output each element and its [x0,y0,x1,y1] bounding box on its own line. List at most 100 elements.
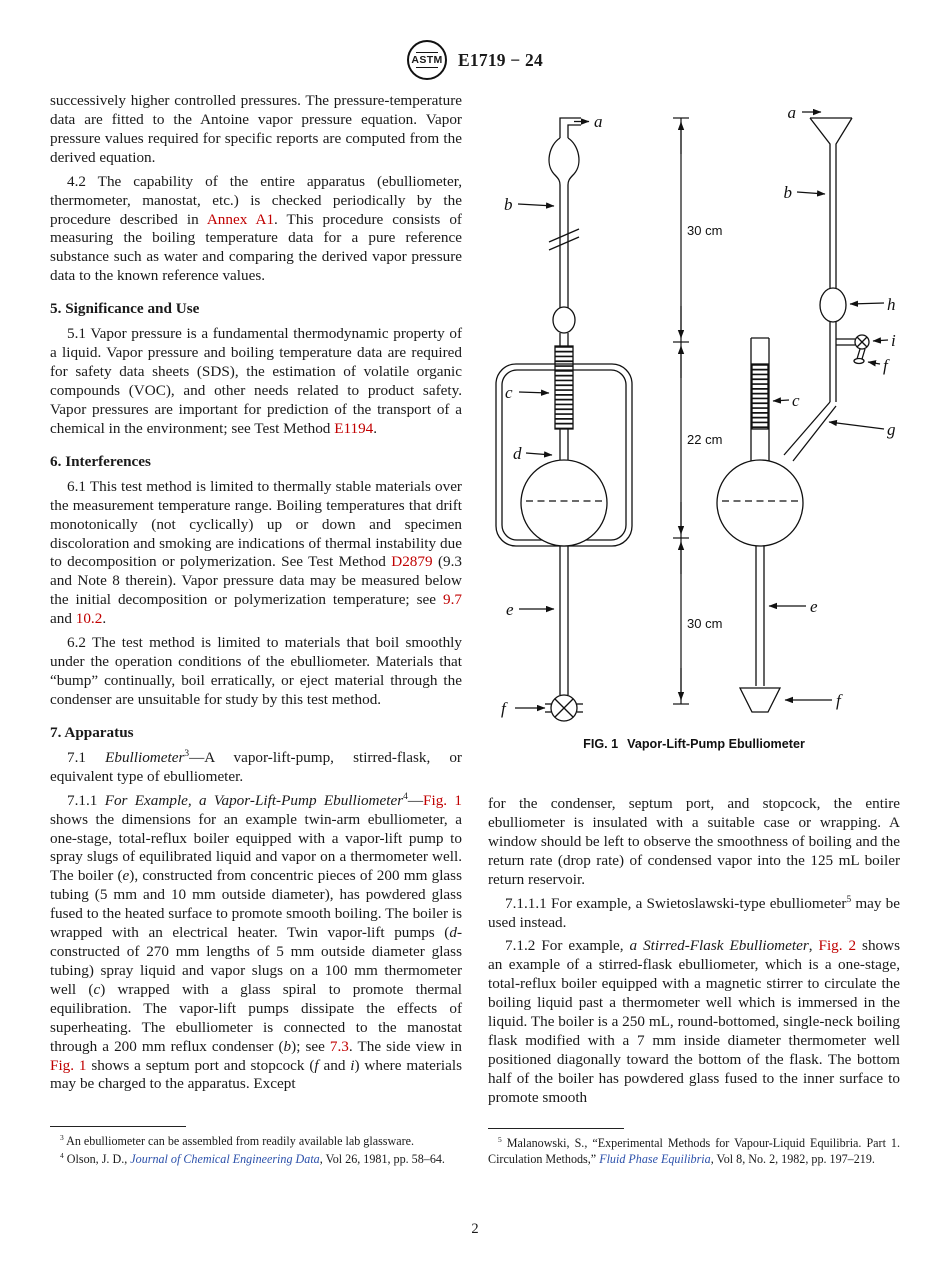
text-segment: ), constructed from concentric pieces of… [50,867,462,942]
text-segment: a Stirred-Flask Ebulliometer [629,937,809,955]
text-segment: and [50,610,76,628]
text-segment: , [808,937,819,955]
text-segment: Ebulliometer [105,748,185,766]
text-segment: , Vol 26, 1981, pp. 58–64. [319,1152,445,1167]
paragraph-7-1-1-1: 7.1.1.1 For example, a Swietoslawski-typ… [488,895,900,933]
reference-link[interactable]: Fig. 1 [423,791,463,809]
footnote-5: 5 Malanowski, S., “Experimental Methods … [488,1136,900,1168]
text-segment: Olson, J. D., [63,1152,131,1167]
logo-bar [416,66,439,69]
text-segment: . This procedure consists of measuring t… [50,210,462,285]
figure-1: a b c d e f a b h i f g c e f [488,92,900,751]
footnotes-right: 5 Malanowski, S., “Experimental Methods … [488,1122,900,1184]
text-segment: shows an example of a stirred-flask ebul… [488,937,901,1106]
page-header: ASTM E1719 − 24 [50,40,900,80]
section-heading-7: 7. Apparatus [50,723,134,741]
left-apparatus [495,117,633,722]
text-segment: shows the dimensions for an example twin… [50,810,462,885]
text-segment: 6.2 The test method is limited to materi… [50,634,462,708]
text-segment: 4 [60,1151,64,1161]
journal-link[interactable]: Journal of Chemical Engineering Data [130,1152,320,1167]
reference-link[interactable]: 9.7 [443,591,462,609]
reference-link[interactable]: Annex A1 [206,210,275,228]
fig-label-a-right: a [788,103,797,122]
reference-link[interactable]: 7.3 [329,1037,349,1055]
fig-label-i-right: i [891,331,896,350]
fig-caption-label: FIG. 1 [583,737,619,751]
text-segment: For Example, a Vapor-Lift-Pump Ebulliome… [104,791,404,809]
dimension-label-middle: 22 cm [687,432,722,447]
text-segment: 7.1.1 [67,791,105,809]
paragraph-continuation-right: for the condenser, septum port, and stop… [488,795,900,890]
text-segment: , Vol 8, No. 2, 1982, pp. 197–219. [710,1152,875,1167]
text-segment: 6.1 This test method is limited to therm… [50,477,462,571]
paragraph-6-1: 6.1 This test method is limited to therm… [50,478,462,629]
reference-link[interactable]: 10.2 [75,610,103,628]
text-segment: —A vapor-lift-pump, stirred-flask, or eq… [50,748,462,785]
text-segment: (9.3 and Note 8 therein). Vapor pressure… [50,553,462,609]
right-apparatus [716,108,889,713]
reference-link[interactable]: D2879 [391,553,433,571]
text-segment: . [373,419,378,437]
fig-caption: FIG. 1 Vapor-Lift-Pump Ebulliometer [488,737,900,751]
text-segment: shows a septum port and stopcock ( [86,1056,315,1074]
fig-label-c-right: c [792,391,800,410]
text-segment: d [449,924,457,942]
text-segment: 5 [498,1135,502,1145]
reference-link[interactable]: Fig. 1 [50,1056,87,1074]
text-segment: i [350,1056,355,1074]
text-segment: ) where materials may be charged to the … [50,1056,462,1093]
paragraph-7-1-2: 7.1.2 For example, a Stirred-Flask Ebull… [488,937,900,1107]
text-segment: 3 [60,1133,64,1143]
text-segment: . The side view in [348,1037,463,1055]
section-heading-6: 6. Interferences [50,452,151,470]
astm-logo-icon: ASTM [407,40,448,80]
fig-label-d-left: d [513,444,522,463]
footnotes-left: 3 An ebulliometer can be assembled from … [50,1120,462,1184]
standard-id: E1719 − 24 [458,49,543,70]
fig-caption-title: Vapor-Lift-Pump Ebulliometer [627,737,805,751]
text-segment: 3 [184,748,190,759]
text-segment: successively higher controlled pressures… [50,92,462,166]
footnote-3: 3 An ebulliometer can be assembled from … [50,1134,462,1150]
fig-label-b-left: b [504,195,513,214]
column-right: a b c d e f a b h i f g c e f [488,92,900,1184]
dimension-labels: 30 cm 22 cm 30 cm [687,223,722,631]
fig-label-e-left: e [506,600,514,619]
reference-link[interactable]: Fig. 2 [818,937,857,955]
paragraph-5-1: 5.1 Vapor pressure is a fundamental ther… [50,325,462,439]
reference-link[interactable]: E1194 [334,419,374,437]
text-segment: 7.1.1.1 For example, a Swietoslawski-typ… [505,894,847,912]
text-segment: — [407,791,424,809]
text-segment: and [318,1056,351,1074]
text-segment: ); see [291,1037,330,1055]
text-segment: 5.1 Vapor pressure is a fundamental ther… [50,325,462,437]
fig-label-f-left: f [501,699,508,718]
text-segment: 7.1 [67,748,106,766]
paragraph-continuation: successively higher controlled pressures… [50,92,462,168]
footnote-4: 4 Olson, J. D., Journal of Chemical Engi… [50,1152,462,1168]
text-segment: . [102,610,107,628]
text-segment: c [93,980,101,998]
text-segment: Malanowski, S., “Experimental Methods fo… [488,1136,900,1167]
two-column-body: successively higher controlled pressures… [50,92,900,1184]
paragraph-7-1: 7.1 Ebulliometer3—A vapor-lift-pump, sti… [50,749,462,787]
text-segment: 7.1.2 For example, [505,937,630,955]
section-heading-5: 5. Significance and Use [50,300,200,318]
footnote-rule [50,1126,186,1128]
text-segment: -constructed of 270 mm lengths of 5 mm o… [50,924,462,998]
text-segment: 4 [403,791,408,802]
text-segment: f [314,1056,319,1074]
fig-label-b-right: b [784,183,793,202]
dimension-label-top: 30 cm [687,223,722,238]
text-segment: ) wrapped with a glass spiral to promote… [50,980,462,1055]
page-number: 2 [471,1221,479,1237]
journal-link[interactable]: Fluid Phase Equilibria [599,1152,711,1167]
paragraph-6-2: 6.2 The test method is limited to materi… [50,634,462,710]
dimension-label-bottom: 30 cm [687,616,722,631]
fig-label-f-right-lower: f [836,691,843,710]
footnote-rule [488,1128,624,1130]
text-segment: 5 [846,894,852,905]
text-segment: b [283,1037,292,1055]
